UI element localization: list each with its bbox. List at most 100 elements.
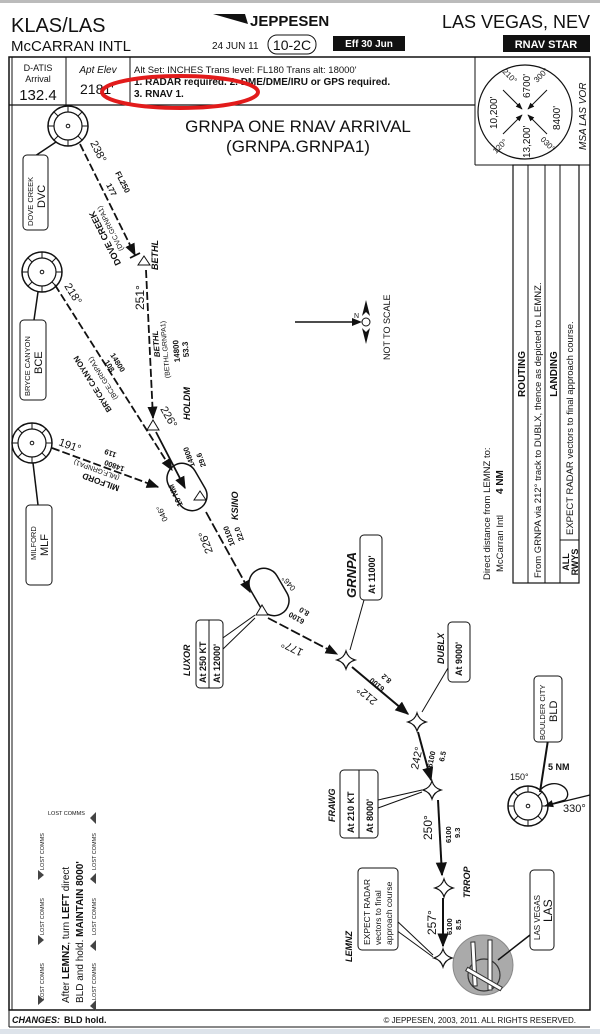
effective-badge (333, 36, 405, 51)
dublx-box (447, 621, 471, 683)
dublx-frawg-route (417, 731, 434, 782)
dvc-course: 238° (87, 139, 108, 165)
frawg-speed: At 210 KT (346, 791, 356, 833)
msa-label: MSA LAS VOR (578, 83, 589, 150)
header: KLAS/LAS McCARRAN INTL JEPPESEN 24 JUN 1… (11, 12, 590, 55)
effective-date: Eff 30 Jun (345, 39, 393, 50)
bld-leg: 5 NM (548, 762, 570, 772)
lost-comms-line2: BLD and hold. MAINTAIN 8000' (75, 861, 86, 1003)
leg-course: 177° (280, 637, 306, 658)
bethl-altitude: 14800 (171, 339, 182, 362)
lemnz-note: EXPECT RADAR (362, 879, 372, 945)
grnpa-fix-icon[interactable] (336, 650, 356, 670)
lemnz-note: approach course (384, 881, 394, 945)
copyright: © JEPPESEN, 2003, 2011. ALL RIGHTS RESER… (384, 1016, 577, 1025)
luxor-hold-course: 046° (280, 574, 298, 592)
navaid-dvc[interactable]: DOVE CREEK DVC (22, 105, 89, 231)
leg-altitude: 6100 (445, 918, 454, 935)
grnpa-label: GRNPA (344, 552, 359, 598)
direct-distance-label: Direct distance from LEMNZ to: (482, 447, 493, 580)
bce-course: 218° (61, 281, 83, 307)
navaid-bce[interactable]: BRYCE CANYON BCE (19, 251, 63, 401)
altimeter-notes: Alt Set: INCHES Trans level: FL180 Trans… (134, 65, 357, 76)
leg-altitude: 6100 (444, 826, 453, 843)
lost-comms-tag: LOST COMMS (40, 963, 46, 1000)
luxor-label: LUXOR (182, 644, 192, 676)
leg-distance: 8.5 (454, 920, 463, 930)
dublx-fix-icon[interactable] (407, 712, 427, 732)
routing-header: ROUTING (517, 351, 528, 397)
lost-comms-tag: LOST COMMS (40, 833, 46, 870)
elevation-label: Apt Elev (78, 65, 117, 76)
navaid-bld[interactable]: BOULDER CITY BLD 150° 5 NM 330° (507, 675, 591, 827)
mlf-distance: 119 (103, 447, 117, 460)
procedure-code: (GRNPA.GRNPA1) (226, 137, 370, 156)
holdm-fix-icon[interactable] (146, 419, 160, 431)
runways-label: ALL (561, 553, 571, 571)
transition-dvc (79, 143, 141, 259)
luxor-altitude: At 12000' (212, 644, 222, 683)
grnpa-box (359, 534, 383, 601)
frawg-fix-icon[interactable] (422, 780, 442, 800)
airport-name: McCARRAN INTL (11, 38, 131, 55)
lemnz-box (357, 867, 399, 951)
highlight-ellipse (100, 74, 260, 110)
grnpa-altitude: At 11000' (367, 555, 377, 594)
dublx-altitude: At 9000' (454, 642, 464, 676)
ksino-fix-icon[interactable] (193, 490, 207, 501)
msa-diagram: 10,200' 6700' 8400' 13,200' 210° 300° 03… (477, 64, 589, 160)
msa-sector-south: 13,200' (522, 125, 533, 158)
direct-distance-value: 4 NM (495, 470, 506, 494)
lost-comms-tag: LOST COMMS (48, 811, 85, 817)
dublx-label: DUBLX (436, 632, 446, 664)
window-bottom-edge (0, 1029, 600, 1034)
luxor-fix-icon[interactable] (255, 604, 269, 616)
msa-sector-west: 10,200' (489, 96, 500, 129)
trrop-fix-icon[interactable] (434, 878, 454, 898)
routing-box: ROUTING From GRNPA via 212° track to DUB… (482, 164, 591, 1010)
las-id: LAS (541, 899, 555, 922)
navaid-mlf[interactable]: MILFORD MLF (11, 422, 53, 586)
holdm-ksino-route (155, 431, 186, 490)
north-arrow: N NOT TO SCALE (295, 294, 392, 360)
luxor-speed: At 250 KT (198, 641, 208, 683)
ksino-hold-leg: 10 NM (167, 482, 185, 507)
requirements-note: 1. RADAR required. 2. DME/DME/IRU or GPS… (134, 77, 390, 88)
atis-frequency: 132.4 (19, 87, 57, 104)
atis-label-2: Arrival (25, 74, 51, 84)
lost-comms-tag: LOST COMMS (40, 898, 46, 935)
bce-id: BCE (33, 351, 45, 374)
bethl-label: BETHL (150, 240, 160, 270)
bethl-transition-name: BETHL (151, 330, 162, 357)
bethl-route (145, 269, 158, 420)
bethl-distance: 53.3 (181, 341, 191, 358)
window-edge (0, 0, 600, 3)
dvc-name: DOVE CREEK (26, 177, 35, 226)
leg-distance: 6.5 (437, 750, 448, 762)
ksino-luxor-route (205, 511, 251, 594)
msa-sector-east: 8400' (552, 106, 563, 130)
north-label: N (354, 313, 359, 320)
leg-course: 257° (425, 910, 439, 935)
chart-date: 24 JUN 11 (212, 41, 259, 52)
bethl-fix-icon[interactable] (137, 255, 151, 266)
bethl-course: 251° (133, 285, 147, 310)
lemnz-label: LEMNZ (344, 931, 354, 962)
leg-course: 226° (197, 530, 216, 555)
frawg-label: FRAWG (327, 789, 337, 823)
frawg-trrop-route (435, 799, 447, 877)
lemnz-fix-icon[interactable] (433, 948, 453, 968)
mlf-name: MILFORD (29, 526, 38, 560)
brand-logo: JEPPESEN (250, 13, 329, 30)
airport-las[interactable]: LAS VEGAS LAS (452, 869, 555, 996)
leg-distance: 9.3 (453, 828, 462, 838)
bld-name: BOULDER CITY (538, 685, 547, 740)
mlf-route (51, 447, 160, 488)
city-name: LAS VEGAS, NEV (442, 12, 590, 32)
msa-sector-north: 6700' (522, 74, 533, 98)
changes-note: CHANGES:BLD hold. (12, 1015, 107, 1025)
runways-label-2: RWYS (570, 549, 580, 576)
bce-name: BRYCE CANYON (23, 336, 32, 396)
dvc-id: DVC (36, 185, 48, 208)
